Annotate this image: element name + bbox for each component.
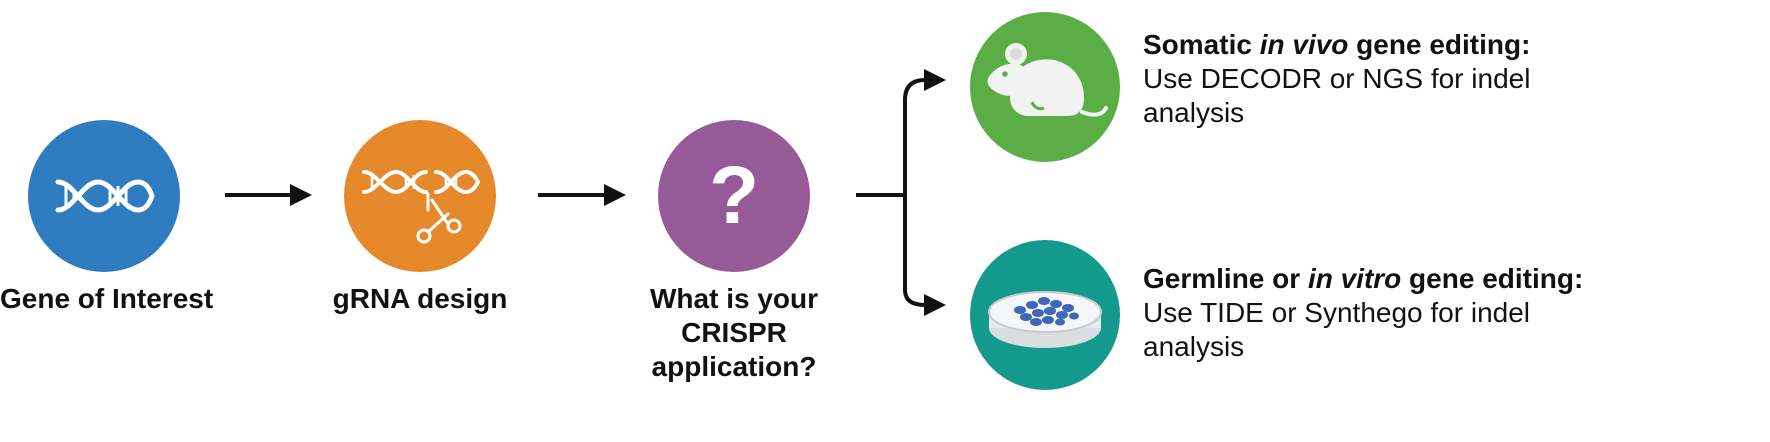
germline-node	[970, 240, 1120, 390]
question-line-2: CRISPR	[681, 317, 787, 348]
dna-scissors-icon	[362, 169, 480, 244]
germline-body-line-2: analysis	[1143, 331, 1245, 362]
step-label-grna: gRNA design	[332, 283, 508, 314]
grna-design-node	[344, 120, 496, 272]
arrow-gene-to-grna	[225, 184, 312, 206]
step-label-gene: Gene of Interest	[0, 283, 214, 314]
gene-of-interest-node	[28, 120, 180, 272]
dna-helix-icon	[55, 179, 155, 213]
svg-text:?: ?	[709, 150, 759, 241]
somatic-node	[970, 12, 1120, 162]
somatic-body-line-1: Use DECODR or NGS for indel	[1143, 63, 1531, 94]
arrow-grna-to-question	[538, 184, 626, 206]
germline-title: Germline or in vitro gene editing:	[1143, 263, 1584, 294]
crispr-application-node: ?	[658, 120, 810, 272]
mouse-icon	[987, 43, 1108, 117]
step-label-question: What is your CRISPR application?	[620, 282, 848, 384]
somatic-outcome-text: Somatic in vivo gene editing: Use DECODR…	[1143, 28, 1530, 130]
question-line-3: application?	[651, 351, 817, 382]
germline-outcome-text: Germline or in vitro gene editing: Use T…	[1143, 262, 1583, 364]
arrow-to-somatic	[924, 69, 946, 91]
question-line-1: What is your	[649, 283, 818, 314]
arrow-to-germline	[924, 294, 946, 316]
petri-dish-icon	[988, 291, 1102, 348]
somatic-body-line-2: analysis	[1143, 97, 1245, 128]
germline-body-line-1: Use TIDE or Synthego for indel	[1143, 297, 1531, 328]
somatic-title: Somatic in vivo gene editing:	[1143, 29, 1531, 60]
branch-connector	[856, 69, 946, 316]
question-mark-icon: ?	[709, 150, 759, 241]
